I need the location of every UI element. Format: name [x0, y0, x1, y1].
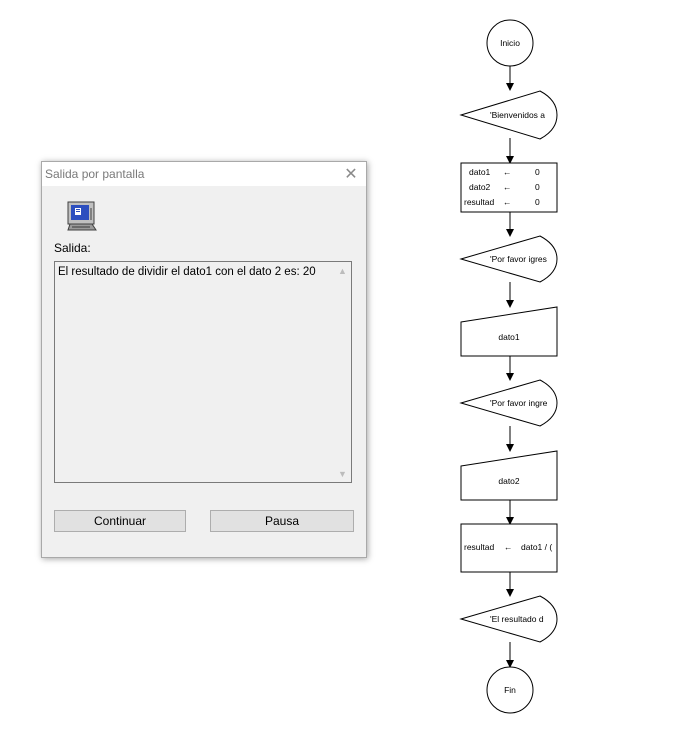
flow-output-prompt1: 'Por favor igres [459, 235, 558, 283]
flow-output-welcome: 'Bienvenidos a [459, 90, 558, 140]
flow-start-node: Inicio [486, 19, 534, 67]
continuar-button[interactable]: Continuar [54, 510, 186, 532]
flow-end-label: Fin [504, 685, 516, 695]
scroll-down-icon[interactable]: ▼ [338, 468, 347, 479]
assign-var: resultad [464, 197, 495, 207]
flow-end-node: Fin [486, 666, 534, 714]
computer-monitor-icon [67, 201, 97, 231]
flow-assign-block: dato1 ← 0 dato2 ← 0 resultad ← 0 [460, 162, 558, 213]
flow-input-dato2: dato2 [460, 450, 558, 501]
flow-start-label: Inicio [500, 38, 520, 48]
flow-output-prompt1-label: 'Por favor igres [490, 254, 547, 264]
flow-output-result-label: 'El resultado d [490, 614, 544, 624]
flow-input-dato1-label: dato1 [498, 332, 520, 342]
dialog-titlebar[interactable]: Salida por pantalla ✕ [42, 162, 366, 186]
pausa-button[interactable]: Pausa [210, 510, 354, 532]
assign-var: dato2 [469, 182, 491, 192]
assign-arrow: ← [503, 167, 512, 177]
flow-input-dato2-label: dato2 [498, 476, 520, 486]
output-label: Salida: [54, 241, 91, 255]
assign-value: 0 [535, 182, 540, 192]
dialog-title: Salida por pantalla [45, 167, 145, 181]
close-icon[interactable]: ✕ [344, 166, 358, 183]
assign-value: 0 [535, 167, 540, 177]
flow-calc-block: resultad ← dato1 / ( [460, 523, 558, 573]
output-text: El resultado de dividir el dato1 con el … [58, 266, 316, 278]
flow-input-dato1: dato1 [460, 306, 558, 357]
scroll-up-icon[interactable]: ▲ [338, 265, 347, 276]
flow-output-welcome-label: 'Bienvenidos a [490, 110, 545, 120]
calc-expr: dato1 / ( [521, 542, 552, 552]
output-dialog: Salida por pantalla ✕ Salida: El resulta… [41, 161, 367, 558]
assign-value: 0 [535, 197, 540, 207]
assign-var: dato1 [469, 167, 491, 177]
calc-arrow: ← [504, 542, 513, 552]
flow-output-prompt2-label: 'Por favor ingre [490, 398, 548, 408]
assign-arrow: ← [503, 182, 512, 192]
flow-output-result: 'El resultado d [459, 595, 558, 643]
flow-output-prompt2: 'Por favor ingre [459, 379, 558, 427]
calc-var: resultad [464, 542, 495, 552]
output-textarea[interactable]: El resultado de dividir el dato1 con el … [54, 261, 352, 483]
assign-arrow: ← [503, 197, 512, 207]
vertical-scrollbar[interactable]: ▲ ▼ [334, 262, 351, 482]
